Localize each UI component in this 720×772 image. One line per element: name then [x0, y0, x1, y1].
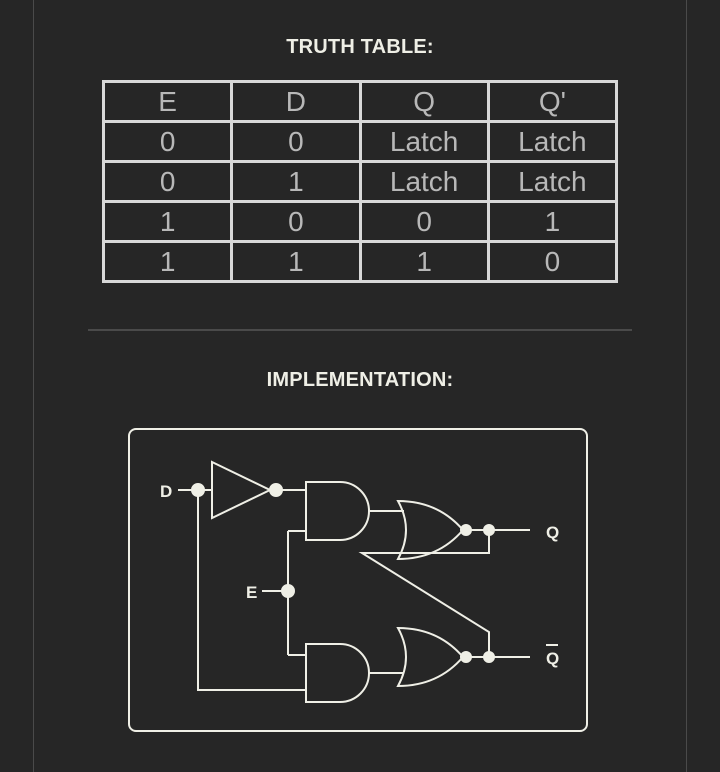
truth-table-header-row: E D Q Q' — [101, 80, 619, 123]
lower-and-gate — [305, 643, 370, 703]
left-frame-border — [33, 0, 34, 772]
cell-q-prime: Latch — [486, 160, 619, 203]
cell-d: 0 — [230, 200, 362, 243]
circuit-diagram-frame — [128, 428, 588, 732]
cell-q: Latch — [358, 120, 490, 163]
header-q: Q — [358, 80, 490, 123]
upper-or-bubble — [460, 524, 472, 536]
table-row: 1 1 1 0 — [101, 240, 619, 283]
truth-table: E D Q Q' 0 0 Latch Latch 0 1 Latch Latch… — [101, 80, 619, 283]
cell-q-prime: Latch — [486, 120, 619, 163]
d-junction-dot — [191, 483, 205, 497]
q-output-label: Q — [546, 523, 559, 542]
table-row: 1 0 0 1 — [101, 200, 619, 243]
cell-e: 0 — [101, 160, 234, 203]
truth-table-heading: TRUTH TABLE: — [286, 36, 434, 58]
cell-e: 0 — [101, 120, 234, 163]
cell-q: Latch — [358, 160, 490, 203]
table-row: 0 1 Latch Latch — [101, 160, 619, 203]
table-row: 0 0 Latch Latch — [101, 120, 619, 163]
cell-e: 1 — [101, 240, 234, 283]
lower-or-bubble — [460, 651, 472, 663]
right-frame-border — [686, 0, 687, 772]
q-bar-junction-dot — [483, 651, 495, 663]
cell-q-prime: 1 — [486, 200, 619, 243]
d-branch-wire — [197, 490, 306, 691]
cell-q-prime: 0 — [486, 240, 619, 283]
e-junction-dot — [281, 584, 295, 598]
d-input-label: D — [160, 482, 172, 501]
cell-e: 1 — [101, 200, 234, 243]
header-d: D — [230, 80, 362, 123]
upper-and-gate — [305, 481, 370, 541]
e-input-label: E — [246, 583, 257, 602]
q-junction-dot — [483, 524, 495, 536]
q-bar-output-label: Q — [546, 649, 559, 668]
inverter-bubble — [269, 483, 283, 497]
header-q-prime: Q' — [486, 80, 619, 123]
q-feedback-wire — [358, 530, 490, 657]
implementation-heading: IMPLEMENTATION: — [266, 369, 454, 391]
cell-q: 1 — [358, 240, 490, 283]
header-e: E — [101, 80, 234, 123]
upper-or-gate — [396, 499, 465, 561]
cell-d: 1 — [230, 160, 362, 203]
cell-d: 1 — [230, 240, 362, 283]
inverter-gate — [211, 460, 273, 520]
section-divider — [88, 329, 632, 331]
cell-d: 0 — [230, 120, 362, 163]
cell-q: 0 — [358, 200, 490, 243]
lower-or-gate — [396, 626, 465, 688]
